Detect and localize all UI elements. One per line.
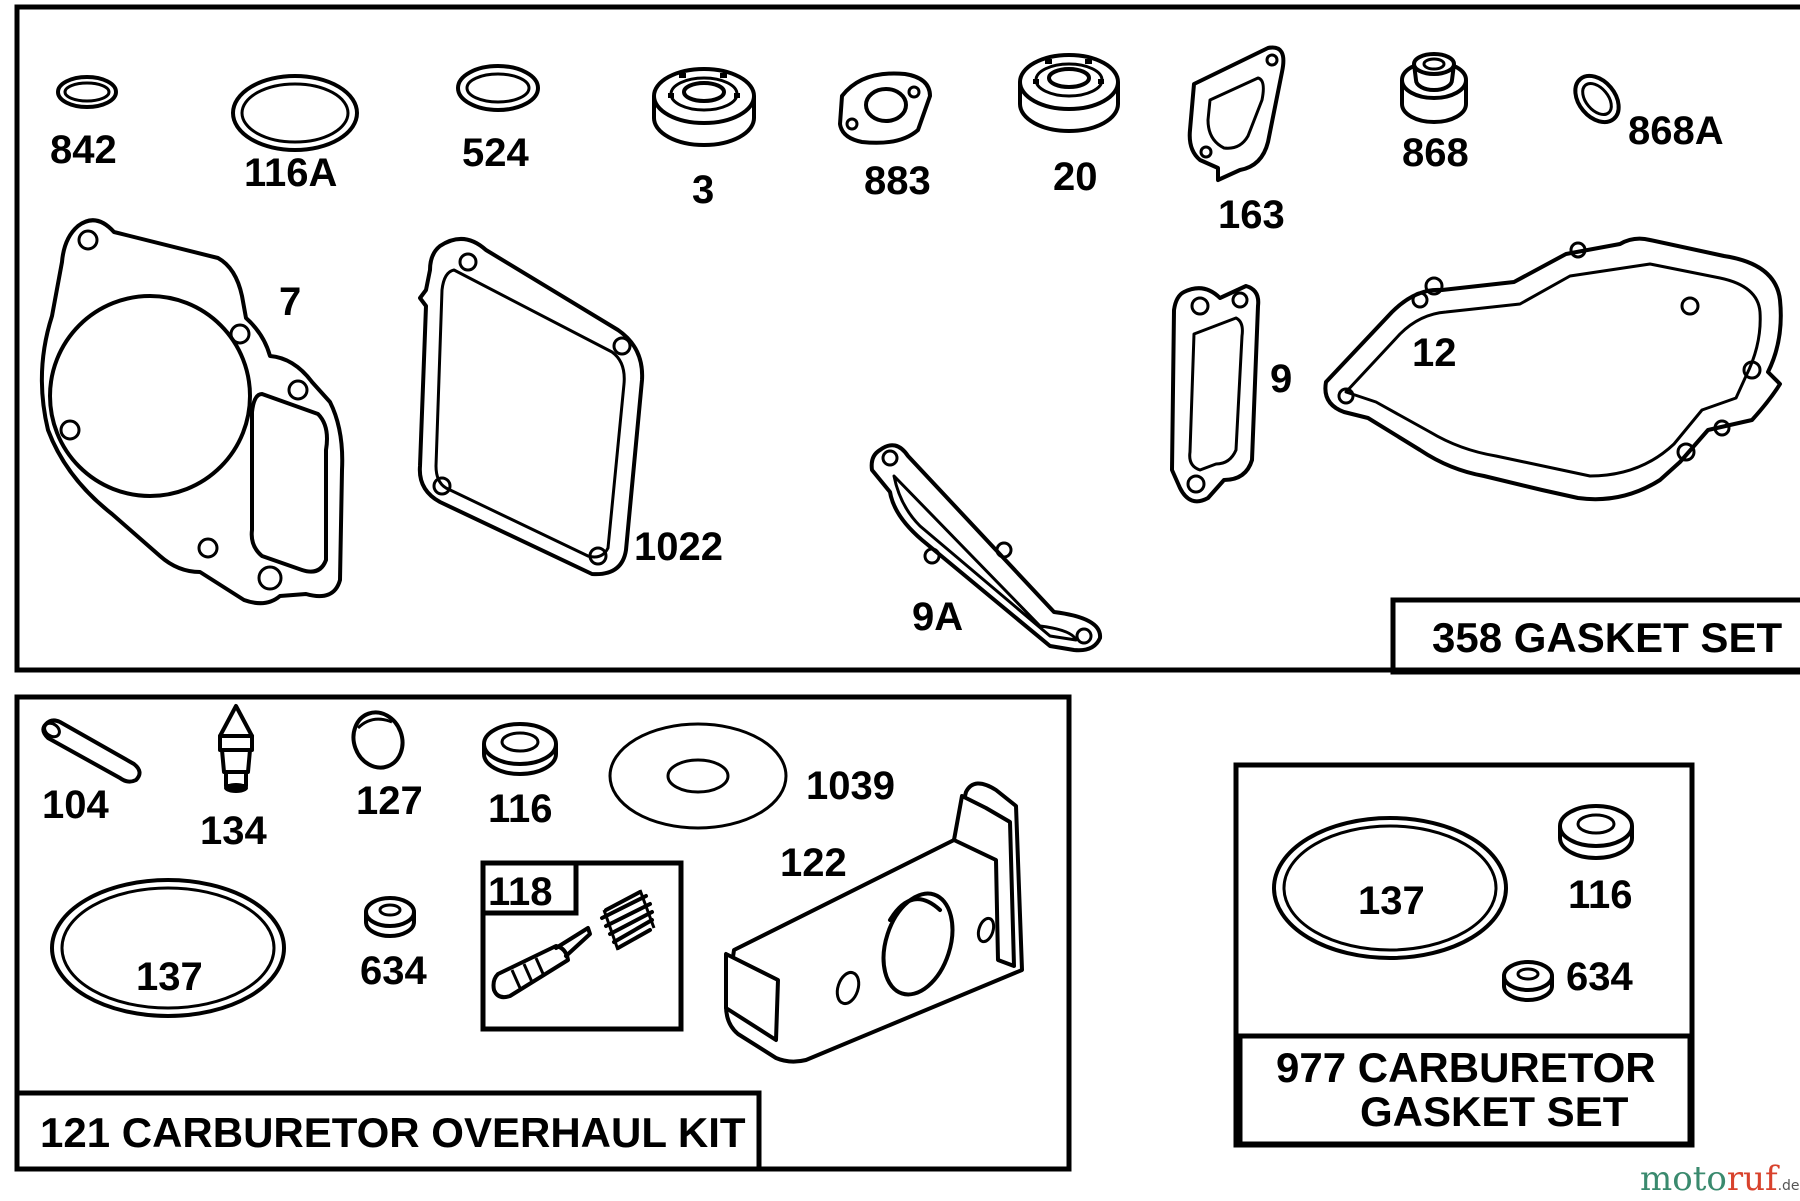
label-163: 163 <box>1218 193 1285 237</box>
part-3-oil-seal <box>652 67 756 147</box>
label-137: 137 <box>136 955 203 999</box>
part-7-head-gasket <box>39 218 345 606</box>
carb-gasket-set-label-line1: 977 CARBURETOR <box>1276 1044 1656 1091</box>
part-868-valve-seal <box>1400 52 1468 124</box>
part-116A-o-ring <box>231 74 359 152</box>
part-122-spacer <box>724 781 1024 1064</box>
label-116A: 116A <box>244 151 337 195</box>
label-104: 104 <box>42 783 109 827</box>
part-842-ring <box>56 75 118 109</box>
part-12-crankcase-gasket <box>1323 236 1783 502</box>
part-634-washer <box>364 896 416 938</box>
label-634: 634 <box>360 949 427 993</box>
label-118: 118 <box>488 870 553 914</box>
label-127: 127 <box>356 779 423 823</box>
part-524-ring <box>456 64 540 112</box>
part-9-breather-gasket <box>1170 284 1261 504</box>
part-118-mixture-screw <box>491 889 656 1000</box>
part-883-gasket <box>838 71 932 145</box>
label-137-set: 137 <box>1358 879 1425 923</box>
label-20: 20 <box>1053 155 1098 199</box>
label-868: 868 <box>1402 131 1469 175</box>
overhaul-kit-label-box <box>14 1090 762 1172</box>
label-7: 7 <box>279 280 301 324</box>
gasket-set-label-box <box>1390 597 1800 675</box>
part-137-o-ring-set <box>1272 816 1508 960</box>
label-116: 116 <box>488 787 553 831</box>
label-883: 883 <box>864 159 931 203</box>
watermark-logo: motoruf.de <box>1640 1159 1800 1199</box>
part-116-washer <box>482 722 558 776</box>
part-1039-diaphragm <box>608 722 788 830</box>
label-3: 3 <box>692 168 714 212</box>
label-122: 122 <box>780 841 847 885</box>
label-1022: 1022 <box>634 525 723 569</box>
label-134: 134 <box>200 809 267 853</box>
label-868A: 868A <box>1628 109 1724 153</box>
kit-118-box <box>480 860 684 1032</box>
gasket-set-label: 358 GASKET SET <box>1432 614 1782 661</box>
part-116-washer-set <box>1558 804 1634 860</box>
part-134-needle <box>218 704 254 793</box>
part-9A-intake-gasket <box>869 443 1103 653</box>
label-842: 842 <box>50 128 117 172</box>
label-116-set: 116 <box>1568 873 1633 917</box>
label-524: 524 <box>462 131 529 175</box>
part-137-o-ring <box>50 878 286 1018</box>
gasket-set-panel <box>14 4 1800 673</box>
svg-text:motoruf.de: motoruf.de <box>1640 1159 1800 1199</box>
part-163-gasket <box>1187 45 1286 182</box>
part-634-washer-set <box>1502 960 1554 1002</box>
watermark-suffix: .de <box>1778 1178 1800 1194</box>
part-118-spring <box>600 889 656 951</box>
watermark-part1: moto <box>1640 1159 1727 1199</box>
label-12: 12 <box>1412 331 1457 375</box>
part-20-oil-seal <box>1018 53 1120 133</box>
label-634-set: 634 <box>1566 955 1633 999</box>
watermark-part2: ruf <box>1727 1159 1780 1199</box>
label-9A: 9A <box>912 595 963 639</box>
label-1039: 1039 <box>806 764 895 808</box>
part-1022-cover-gasket <box>417 237 645 577</box>
label-9: 9 <box>1270 357 1292 401</box>
kit-118-label-box <box>480 860 579 916</box>
part-104-pin <box>41 718 142 784</box>
part-868A-ring <box>1573 73 1621 125</box>
overhaul-kit-label: 121 CARBURETOR OVERHAUL KIT <box>40 1109 746 1156</box>
carb-gasket-set-label-box <box>1237 1033 1693 1147</box>
carb-gasket-set-label-line2: GASKET SET <box>1360 1088 1629 1135</box>
part-127-welch-plug <box>351 710 405 770</box>
